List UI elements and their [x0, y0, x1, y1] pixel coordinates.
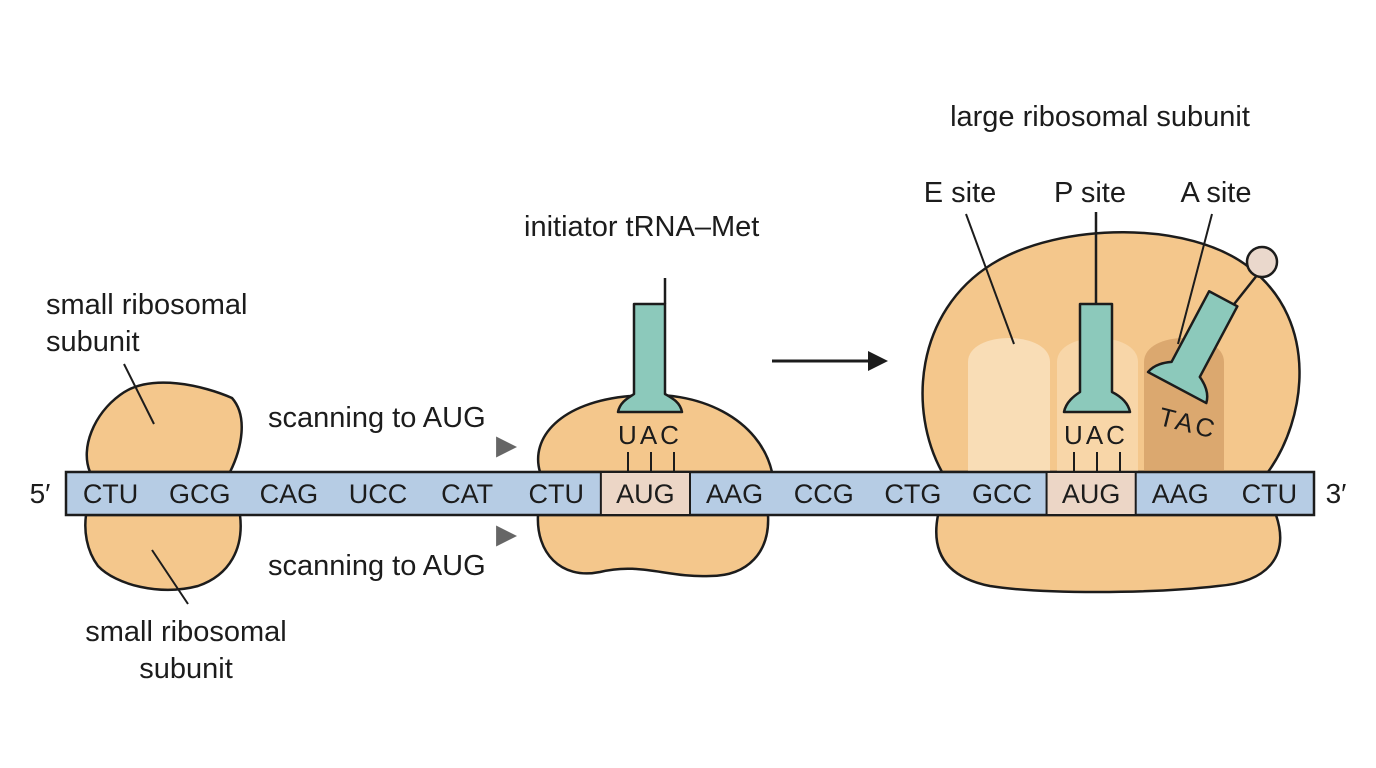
- start-codon-box: [599, 471, 691, 516]
- mrna-codon: AAG: [706, 479, 763, 509]
- small-subunit-top-label-line1: small ribosomal: [46, 289, 247, 321]
- mrna-codon: CTU: [83, 479, 139, 509]
- mrna-codon: UCC: [349, 479, 408, 509]
- p-site-label: P site: [1054, 177, 1126, 209]
- small-subunit-top-label-line2: subunit: [46, 326, 140, 358]
- scanning-label-top: scanning to AUG: [268, 402, 486, 434]
- mrna-codon: CTG: [884, 479, 941, 509]
- anticodon-initiation: UAC: [618, 420, 682, 450]
- anticodon-p-site: UAC: [1064, 420, 1128, 450]
- small-subunit-bottom-left: [84, 513, 242, 592]
- mrna-codon: GCG: [169, 479, 231, 509]
- start-codon-box: [1045, 471, 1137, 516]
- small-subunit-top-left: [85, 381, 243, 474]
- small-subunit-bottom-label-line1: small ribosomal: [85, 616, 286, 648]
- leader-a-site: [1177, 213, 1213, 345]
- leader-small-subunit-top: [123, 363, 155, 425]
- mrna-codon: AAG: [1152, 479, 1209, 509]
- five-prime-label: 5′: [30, 478, 51, 509]
- small-subunit-bottom-label-line2: subunit: [139, 653, 233, 685]
- amino-acid-ball: [1245, 245, 1279, 279]
- amino-acid-link: [1230, 273, 1259, 309]
- mrna-codon: CTU: [1242, 479, 1298, 509]
- mrna-strand: CTU GCG CAG UCC CAT CTU AUG AAG CCG CTG GCC AUG AAG C…: [64, 470, 1316, 517]
- large-subunit-label: large ribosomal subunit: [950, 101, 1250, 133]
- leader-e-site: [965, 213, 1015, 345]
- mrna-codon: AUG: [1062, 479, 1121, 509]
- e-site: [968, 338, 1050, 472]
- a-site-label: A site: [1181, 177, 1252, 209]
- process-arrow-head: [868, 351, 888, 371]
- mrna-codon: CTU: [529, 479, 585, 509]
- mrna-codon: GCC: [972, 479, 1032, 509]
- mrna-codon: AUG: [616, 479, 675, 509]
- mrna-codon: CCG: [794, 479, 854, 509]
- scanning-label-bottom: scanning to AUG: [268, 550, 486, 582]
- a-site-trna: [1146, 290, 1239, 405]
- leader-small-subunit-bottom: [151, 549, 189, 605]
- mrna-codon: CAT: [441, 479, 493, 509]
- initiator-trna-label: initiator tRNA–Met: [524, 211, 759, 243]
- e-site-label: E site: [924, 177, 997, 209]
- three-prime-label: 3′: [1326, 478, 1347, 509]
- small-subunit-assembled: [935, 513, 1282, 594]
- p-site-trna: [1062, 302, 1132, 414]
- mrna-codon: CAG: [260, 479, 319, 509]
- small-subunit-initiation-bottom: [536, 513, 770, 578]
- initiator-trna: [616, 302, 684, 414]
